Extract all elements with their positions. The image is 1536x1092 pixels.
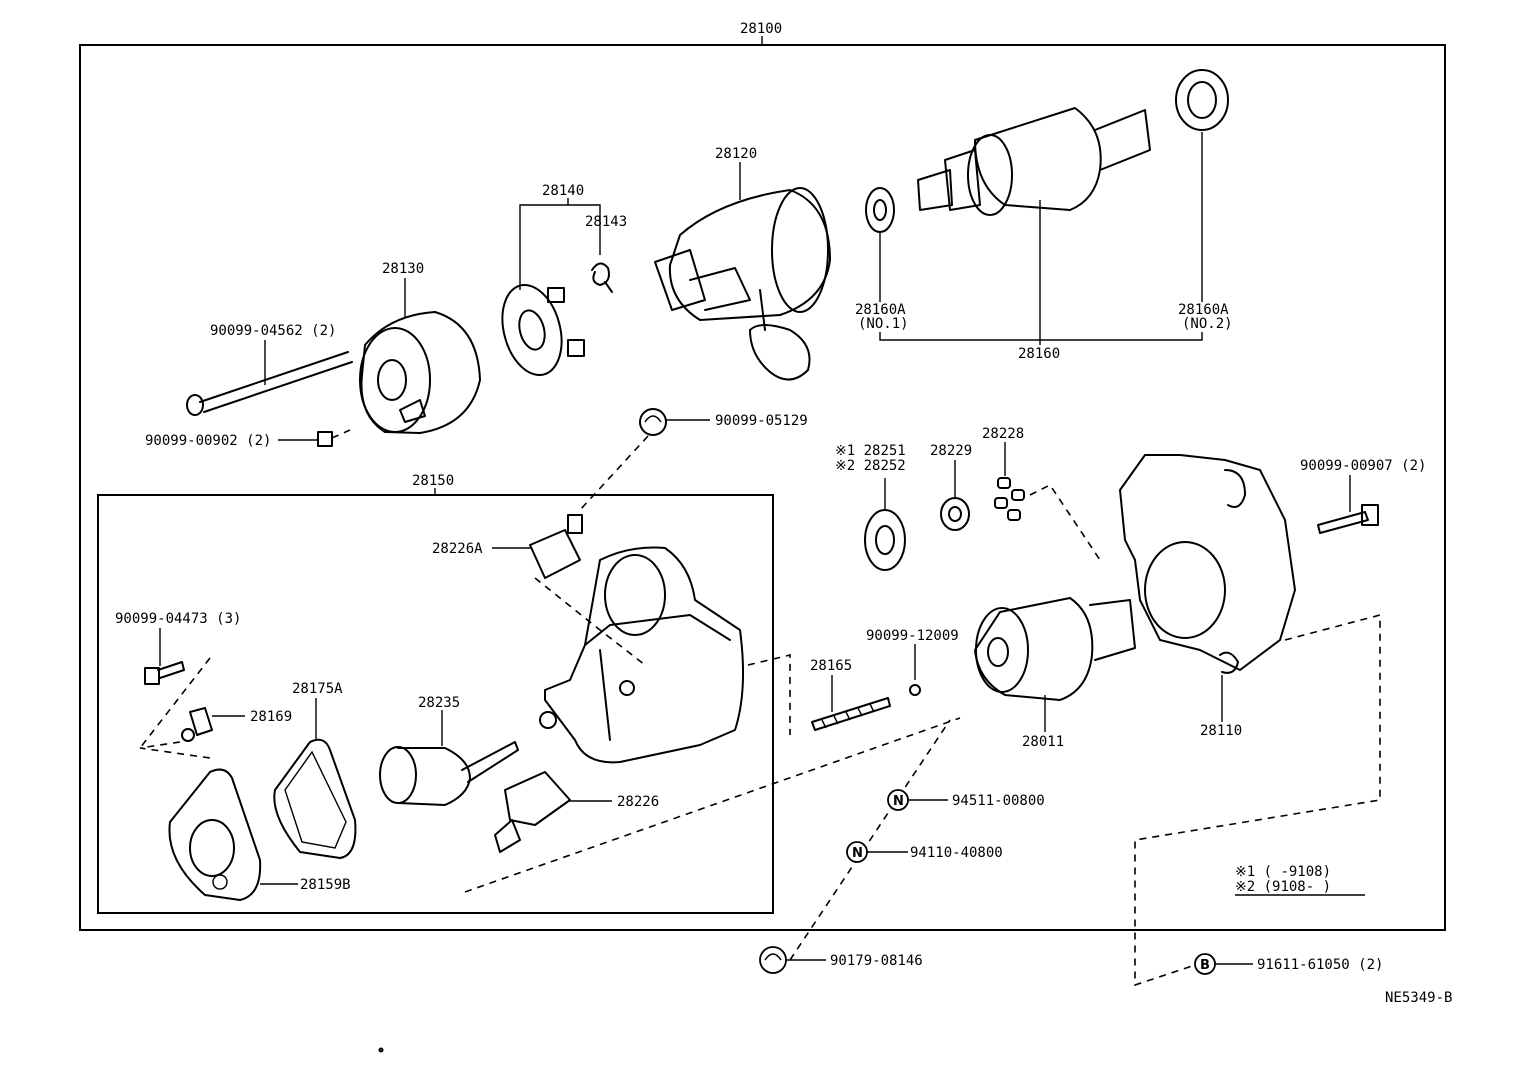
label-90099-00902: 90099-00902 (2): [145, 433, 271, 449]
label-28140: 28140: [542, 183, 584, 199]
part-c-clip-05129: [639, 408, 710, 436]
assembly-label: 28100: [740, 21, 782, 37]
part-28169-clip: [139, 707, 245, 759]
part-28110-housing: [1119, 454, 1296, 722]
part-28130-end-frame: [359, 278, 481, 434]
note-1: ※1 ( -9108): [1235, 864, 1331, 880]
label-28159b: 28159B: [300, 877, 351, 893]
part-28160a-bearing-no2: [1175, 69, 1229, 302]
part-28160-armature: [865, 107, 1151, 345]
label-91611-61050: 91611-61050 (2): [1257, 957, 1383, 973]
svg-text:B: B: [1200, 958, 1210, 973]
label-28235: 28235: [418, 695, 460, 711]
part-bolt-04473: [139, 628, 211, 749]
part-28228-rollers: [994, 442, 1101, 561]
part-28140-brush-holder: [501, 198, 601, 377]
label-94110-40800: 94110-40800: [910, 845, 1003, 861]
part-28229-retainer: [940, 460, 970, 531]
label-28252: ※2 28252: [835, 458, 906, 474]
marker-c-90179: [759, 946, 826, 974]
part-28011-clutch: [974, 597, 1136, 732]
label-28175a: 28175A: [292, 681, 343, 697]
part-through-bolt: [186, 340, 353, 416]
label-28160a-no1: 28160A: [855, 302, 906, 318]
label-28160a-no2-sub: (NO.2): [1182, 316, 1233, 332]
part-28120-yoke: [654, 162, 831, 381]
label-28226: 28226: [617, 794, 659, 810]
label-28011: 28011: [1022, 734, 1064, 750]
part-ball-12009: [909, 644, 921, 696]
label-28251: ※1 28251: [835, 443, 906, 459]
part-28143-spring: [591, 262, 613, 293]
label-28130: 28130: [382, 261, 424, 277]
svg-text:N: N: [893, 794, 904, 809]
part-28150-magnetic-switch: [539, 546, 745, 764]
label-28229: 28229: [930, 443, 972, 459]
label-90099-00907: 90099-00907 (2): [1300, 458, 1426, 474]
marker-n-94511: N: [887, 789, 948, 811]
part-28175a-gasket: [273, 698, 357, 859]
label-90099-12009: 90099-12009: [866, 628, 959, 644]
label-28169: 28169: [250, 709, 292, 725]
part-28165-spring: [811, 675, 891, 731]
marker-n-94110: N: [846, 841, 908, 863]
part-28251-idler-gear: [864, 478, 906, 571]
label-90099-04473: 90099-04473 (3): [115, 611, 241, 627]
label-28228: 28228: [982, 426, 1024, 442]
marker-b-91611: B: [1194, 953, 1253, 975]
label-28226a: 28226A: [432, 541, 483, 557]
label-90099-05129: 90099-05129: [715, 413, 808, 429]
label-28160a-no1-sub: (NO.1): [858, 316, 909, 332]
part-28226-terminal: [494, 771, 612, 853]
svg-text:N: N: [852, 846, 863, 861]
part-28235-plunger: [379, 710, 519, 806]
label-94511-00800: 94511-00800: [952, 793, 1045, 809]
label-90099-04562: 90099-04562 (2): [210, 323, 336, 339]
label-28160a-no2: 28160A: [1178, 302, 1229, 318]
sub-assembly-label: 28150: [412, 473, 454, 489]
part-28226a-terminal: [492, 514, 646, 666]
label-90179-08146: 90179-08146: [830, 953, 923, 969]
drawing-code: NE5349-B: [1385, 990, 1452, 1006]
label-28143: 28143: [585, 214, 627, 230]
part-screw-00902: [278, 429, 351, 447]
label-28120: 28120: [715, 146, 757, 162]
assembly-frame: [79, 44, 1446, 931]
part-bolt-00907: [1317, 475, 1379, 534]
label-28165: 28165: [810, 658, 852, 674]
label-28160: 28160: [1018, 346, 1060, 362]
part-28159b-cover: [168, 768, 298, 901]
label-28110: 28110: [1200, 723, 1242, 739]
note-2: ※2 (9108- ): [1235, 879, 1331, 895]
